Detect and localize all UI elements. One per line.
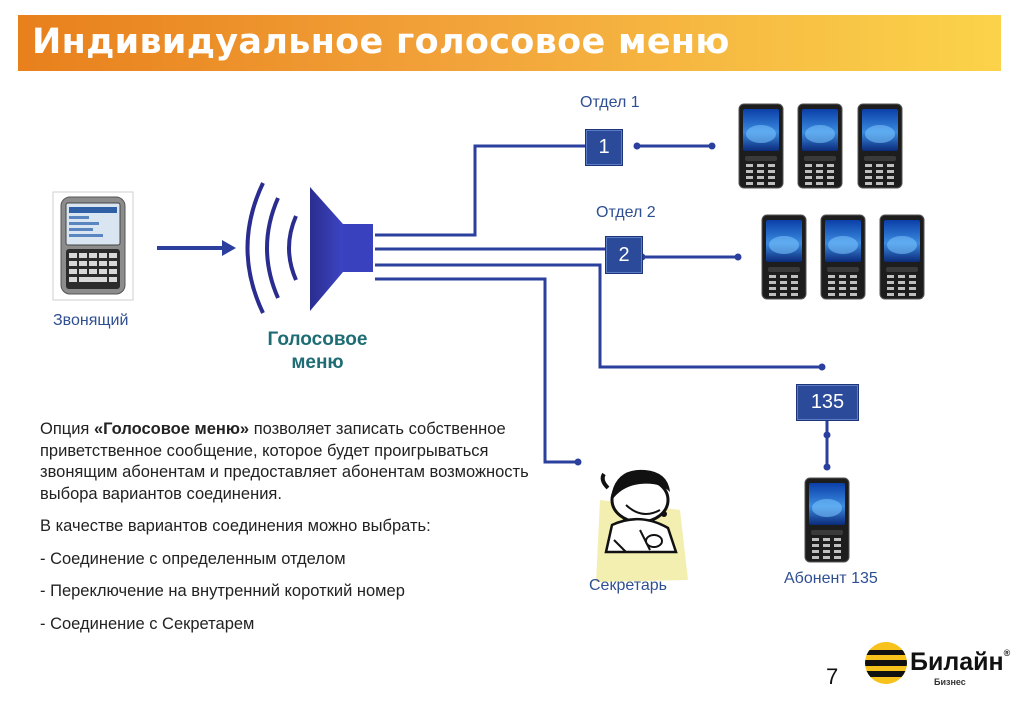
dept2-phone-icon: [879, 214, 925, 300]
voice-menu-label-line1: Голосовое: [267, 329, 368, 350]
dept1-phones: [738, 103, 903, 189]
list-item: - Соединение с Секретарем: [40, 614, 255, 633]
dept2-number-box: 2: [605, 236, 643, 274]
list-item: - Переключение на внутренний короткий но…: [40, 582, 405, 600]
description: Опция «Голосовое меню» позволяет записат…: [40, 419, 560, 646]
page-number: 7: [826, 664, 839, 689]
subscriber-label: Абонент 135: [784, 570, 878, 587]
dept2-phone-icon: [761, 214, 807, 300]
brand-subtitle: Бизнес: [934, 677, 966, 687]
title-bar: Индивидуальное голосовое меню: [18, 15, 1001, 71]
caller-phone-icon: [52, 191, 134, 301]
dept2-label: Отдел 2: [596, 204, 656, 221]
dept1-phone-icon: [797, 103, 843, 189]
secretary-icon: [596, 469, 688, 582]
connection-lines: [375, 144, 829, 467]
brand-reg-mark: ®: [1003, 648, 1011, 658]
dept1-phone-icon: [738, 103, 784, 189]
beeline-logo-icon: [865, 642, 907, 684]
caller-arrow: [157, 240, 236, 256]
voice-menu-label-line2: меню: [291, 352, 344, 373]
dept1-phone-icon: [857, 103, 903, 189]
description-paragraph-1: Опция «Голосовое меню» позволяет записат…: [40, 419, 560, 505]
ext-number-box: 135: [796, 384, 859, 421]
secretary-label: Секретарь: [589, 577, 667, 594]
dept1-label: Отдел 1: [580, 94, 640, 111]
dept2-phone-icon: [820, 214, 866, 300]
subscriber-phone-icon: [804, 477, 850, 563]
brand-name: Билайн®: [910, 648, 1010, 677]
dept1-number-box: 1: [585, 129, 623, 166]
page-title: Индивидуальное голосовое меню: [32, 22, 730, 62]
description-paragraph-2: В качестве вариантов соединения можно вы…: [40, 517, 431, 535]
description-suffix: позволяет записать собственное приветств…: [40, 420, 529, 503]
list-item: - Соединение с определенным отделом: [40, 549, 346, 568]
description-option-name: «Голосовое меню»: [93, 420, 250, 438]
description-prefix: Опция: [40, 420, 94, 438]
caller-label: Звонящий: [53, 312, 129, 329]
dept2-phones: [761, 214, 925, 300]
brand-name-text: Билайн: [910, 648, 1004, 676]
voice-menu-label: Голосовое меню: [245, 328, 390, 374]
speaker-icon: [245, 182, 373, 314]
connection-dots: [574, 142, 831, 471]
